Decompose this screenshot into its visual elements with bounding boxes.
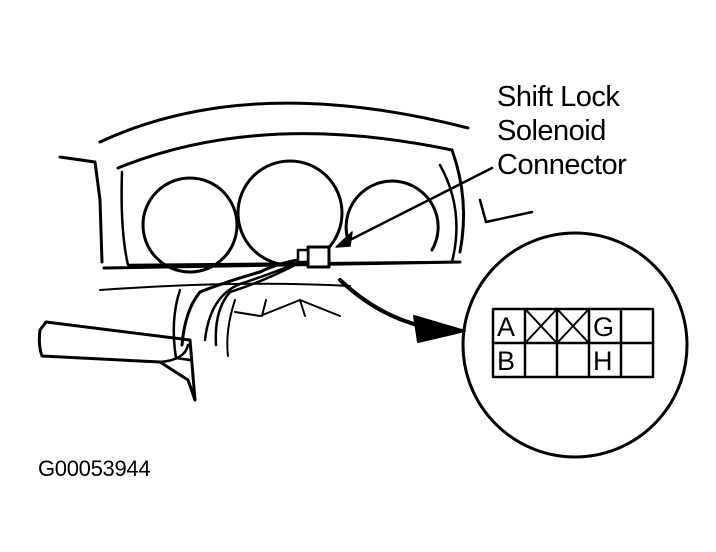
callout-leader-arrowhead (335, 231, 353, 248)
dash-right-tab (478, 198, 534, 224)
column-detail (261, 299, 306, 317)
cluster-bezel (120, 163, 458, 267)
column-lower (234, 299, 341, 317)
connector-tab (296, 248, 310, 264)
pin-labels: A G B H (497, 312, 614, 376)
callout-line-1: Shift Lock (497, 81, 620, 113)
gauge-right (344, 179, 440, 252)
figure-id: G00053944 (38, 456, 151, 481)
harness-lower (214, 263, 297, 347)
harness-upper (180, 256, 312, 347)
dash-left-edge (58, 155, 104, 264)
dash-right-edge (450, 148, 466, 254)
gauge-left (141, 176, 239, 274)
shift-lock-connector (306, 245, 331, 269)
callout-leader-line (338, 166, 494, 247)
callout-line-3: Connector (497, 149, 627, 181)
pin-label-b: B (497, 346, 515, 376)
detail-magnifier (461, 231, 689, 459)
dash-hood-outer (98, 101, 470, 144)
harness-middle (203, 260, 302, 342)
harness-strand (226, 299, 236, 357)
callout-line-2: Solenoid (497, 115, 606, 147)
lower-dash-line (99, 282, 351, 291)
pin-label-h: H (593, 346, 613, 376)
callout-label: Shift Lock Solenoid Connector (497, 80, 627, 182)
pin-label-g: G (593, 312, 614, 342)
side-panel-edge (158, 343, 190, 364)
side-panel (37, 320, 197, 402)
dash-hood-inner (116, 132, 454, 170)
detail-arrowhead (413, 315, 466, 343)
empty-pin-cross (526, 310, 588, 342)
pin-label-a: A (497, 312, 515, 342)
connector-pin-grid (491, 307, 655, 379)
